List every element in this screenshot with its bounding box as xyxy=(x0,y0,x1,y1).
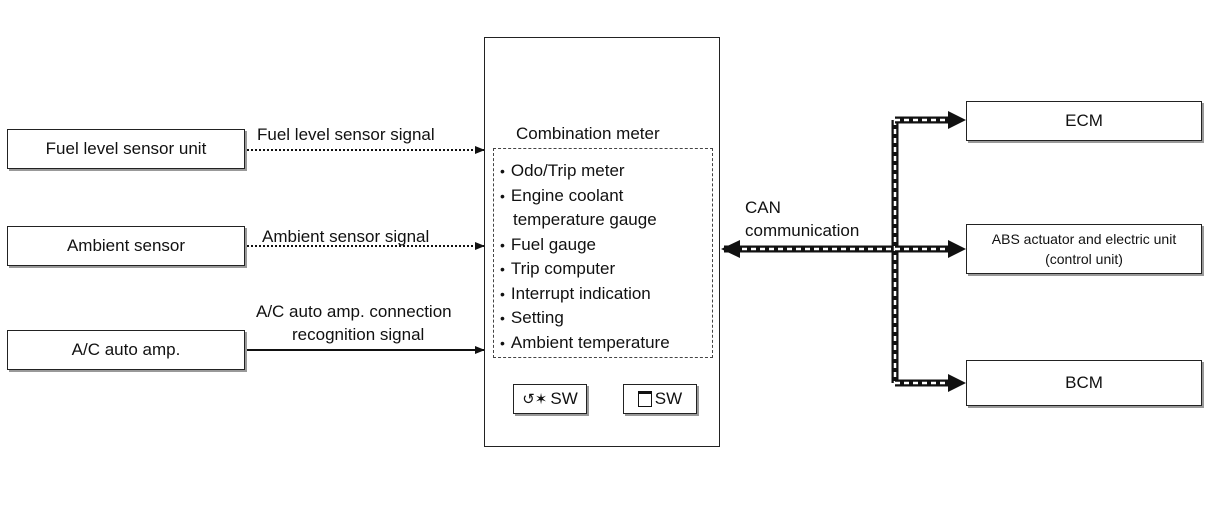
ecm-label: ECM xyxy=(1065,111,1103,130)
combination-meter-title: Combination meter xyxy=(516,124,660,143)
can-arrow-bcm xyxy=(948,374,966,392)
can-arrow-abs xyxy=(948,240,966,258)
display-select-switch-label: SW xyxy=(654,389,683,408)
ac-signal-label-line2: recognition signal xyxy=(292,325,425,344)
trip-reset-icon: ↺✶ xyxy=(522,391,548,408)
ac-auto-amp-label: A/C auto amp. xyxy=(71,340,181,359)
can-label-line2: communication xyxy=(745,221,860,240)
feature-interrupt-indication: Interrupt indication xyxy=(500,282,712,307)
ambient-sensor-box: Ambient sensor xyxy=(7,226,245,266)
bcm-label: BCM xyxy=(1065,373,1103,392)
trip-reset-switch-label: SW xyxy=(550,389,578,408)
display-select-switch[interactable]: SW xyxy=(623,384,697,414)
ecm-box: ECM xyxy=(966,101,1202,141)
ac-auto-amp-box: A/C auto amp. xyxy=(7,330,245,370)
display-select-icon xyxy=(637,391,652,407)
feature-engine-coolant: Engine coolant xyxy=(500,184,712,209)
can-arrow-ecm xyxy=(948,111,966,129)
feature-ambient-temperature: Ambient temperature xyxy=(500,331,712,356)
abs-label-line1: ABS actuator and electric unit xyxy=(991,231,1177,247)
abs-actuator-box: ABS actuator and electric unit (control … xyxy=(966,224,1202,274)
ambient-sensor-label: Ambient sensor xyxy=(66,236,186,255)
meter-feature-panel: Odo/Trip meter Engine coolant temperatur… xyxy=(493,148,713,358)
feature-trip-computer: Trip computer xyxy=(500,257,712,282)
can-bus xyxy=(721,111,966,392)
bcm-box: BCM xyxy=(966,360,1202,406)
can-arrow-meter xyxy=(721,240,740,258)
fuel-level-signal-label: Fuel level sensor signal xyxy=(257,125,435,144)
fuel-level-sensor-unit-box: Fuel level sensor unit xyxy=(7,129,245,169)
meter-feature-list: Odo/Trip meter Engine coolant temperatur… xyxy=(500,159,712,355)
ambient-signal-label: Ambient sensor signal xyxy=(262,227,430,246)
feature-engine-coolant-cont: temperature gauge xyxy=(513,210,657,229)
can-label-line1: CAN xyxy=(745,198,781,217)
feature-fuel-gauge: Fuel gauge xyxy=(500,233,712,258)
trip-reset-switch[interactable]: ↺✶ SW xyxy=(513,384,587,414)
abs-label-line2: (control unit) xyxy=(1045,251,1123,267)
feature-odo-trip: Odo/Trip meter xyxy=(500,159,712,184)
fuel-level-sensor-unit-label: Fuel level sensor unit xyxy=(45,139,207,158)
ac-signal-label-line1: A/C auto amp. connection xyxy=(256,302,452,321)
feature-setting: Setting xyxy=(500,306,712,331)
